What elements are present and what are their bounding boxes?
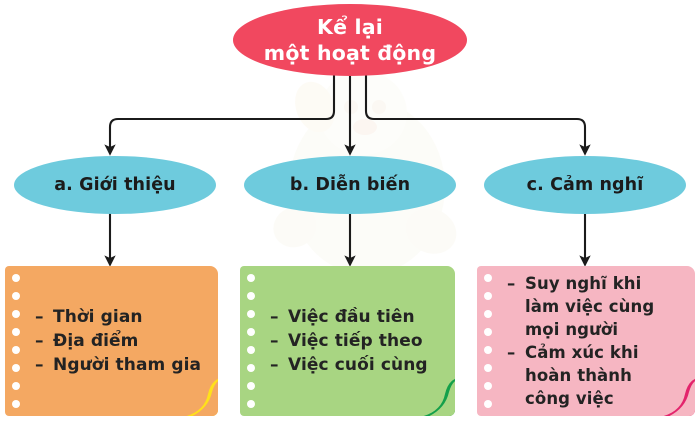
note-card-b[interactable]: Việc đầu tiên Việc tiếp theo Việc cuối c… — [240, 266, 455, 416]
folded-corner-icon — [423, 378, 455, 416]
list-item: Thời gian — [35, 305, 204, 329]
list-item: Việc cuối cùng — [270, 353, 441, 377]
branch-node-c-label: c. Cảm nghĩ — [526, 175, 644, 195]
branch-node-b-label: b. Diễn biến — [289, 175, 411, 195]
list-item: Địa điểm — [35, 329, 204, 353]
root-node-line1: Kể lại — [316, 14, 383, 39]
note-card-b-list: Việc đầu tiên Việc tiếp theo Việc cuối c… — [270, 305, 441, 378]
branch-node-a[interactable]: a. Giới thiệu — [14, 156, 216, 214]
root-node[interactable]: Kể lại một hoạt động — [233, 4, 467, 76]
list-item: Việc đầu tiên — [270, 305, 441, 329]
punch-holes-icon — [10, 274, 22, 408]
root-node-text: Kể lại một hoạt động — [264, 14, 436, 66]
punch-holes-icon — [245, 274, 257, 408]
list-item: Việc tiếp theo — [270, 329, 441, 353]
note-card-a-list: Thời gian Địa điểm Người tham gia — [35, 305, 204, 378]
branch-node-c[interactable]: c. Cảm nghĩ — [484, 156, 686, 214]
punch-holes-icon — [482, 274, 494, 408]
note-card-c-list: Suy nghĩ khi làm việc cùng mọi người Cảm… — [507, 272, 681, 411]
list-item: Cảm xúc khi hoàn thành công việc — [507, 341, 681, 410]
list-item: Suy nghĩ khi làm việc cùng mọi người — [507, 272, 681, 341]
branch-node-b[interactable]: b. Diễn biến — [244, 156, 456, 214]
root-node-line2: một hoạt động — [263, 41, 437, 65]
folded-corner-icon — [186, 378, 218, 416]
branch-node-a-label: a. Giới thiệu — [54, 175, 176, 195]
list-item: Người tham gia — [35, 353, 204, 377]
note-card-a[interactable]: Thời gian Địa điểm Người tham gia — [5, 266, 218, 416]
note-card-c[interactable]: Suy nghĩ khi làm việc cùng mọi người Cảm… — [477, 266, 695, 416]
